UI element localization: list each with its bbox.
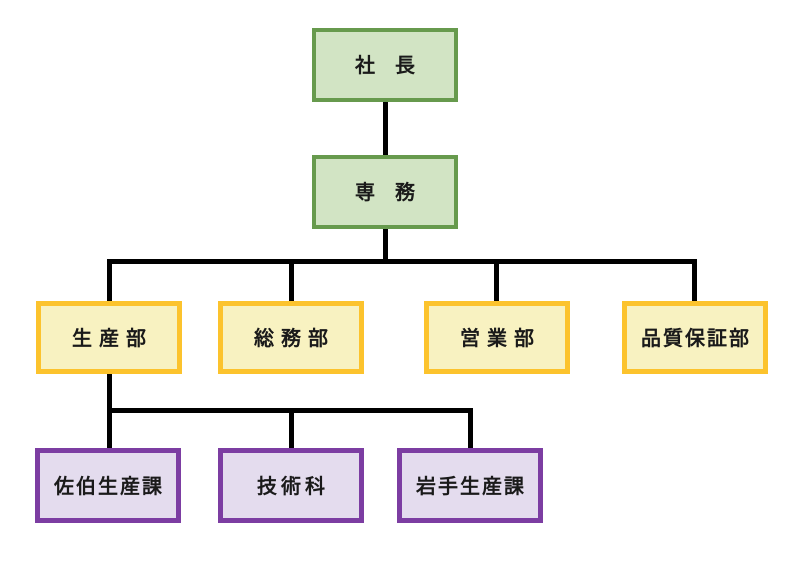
connector-drop-saeki (107, 408, 112, 450)
org-node-production-dept: 生産部 (36, 301, 182, 374)
org-node-general-affairs-dept-label: 総務部 (254, 325, 335, 350)
org-node-quality-assurance-dept: 品質保証部 (622, 301, 768, 374)
connector-drop-soumubu (289, 259, 294, 303)
org-node-iwate-production-section: 岩手生産課 (397, 448, 543, 523)
connector-senmu-bus (383, 229, 388, 261)
org-node-iwate-production-section-label: 岩手生産課 (416, 473, 526, 498)
org-node-senior-managing-director: 専 務 (312, 155, 458, 229)
org-node-sales-dept-label: 営業部 (460, 325, 541, 350)
org-node-president: 社 長 (312, 28, 458, 102)
connector-department-bus (107, 259, 697, 264)
org-node-president-label: 社 長 (355, 53, 415, 77)
connector-drop-hinshitsu (692, 259, 697, 303)
connector-drop-seisanbu (107, 259, 112, 303)
org-node-general-affairs-dept: 総務部 (218, 301, 364, 374)
org-node-quality-assurance-dept-label: 品質保証部 (641, 325, 751, 350)
org-node-production-dept-label: 生産部 (72, 325, 153, 350)
connector-drop-gijutsu (289, 408, 294, 450)
org-node-saeki-production-section-label: 佐伯生産課 (54, 473, 164, 498)
org-node-sales-dept: 営業部 (424, 301, 570, 374)
org-node-technical-section-label: 技術科 (257, 473, 329, 498)
connector-drop-eigyobu (494, 259, 499, 303)
org-node-saeki-production-section: 佐伯生産課 (35, 448, 181, 523)
org-node-senior-managing-director-label: 専 務 (355, 180, 415, 204)
connector-seisanbu-bus (107, 372, 112, 410)
org-node-technical-section: 技術科 (218, 448, 364, 523)
connector-drop-iwate (468, 408, 473, 450)
connector-president-senmu (383, 102, 388, 155)
